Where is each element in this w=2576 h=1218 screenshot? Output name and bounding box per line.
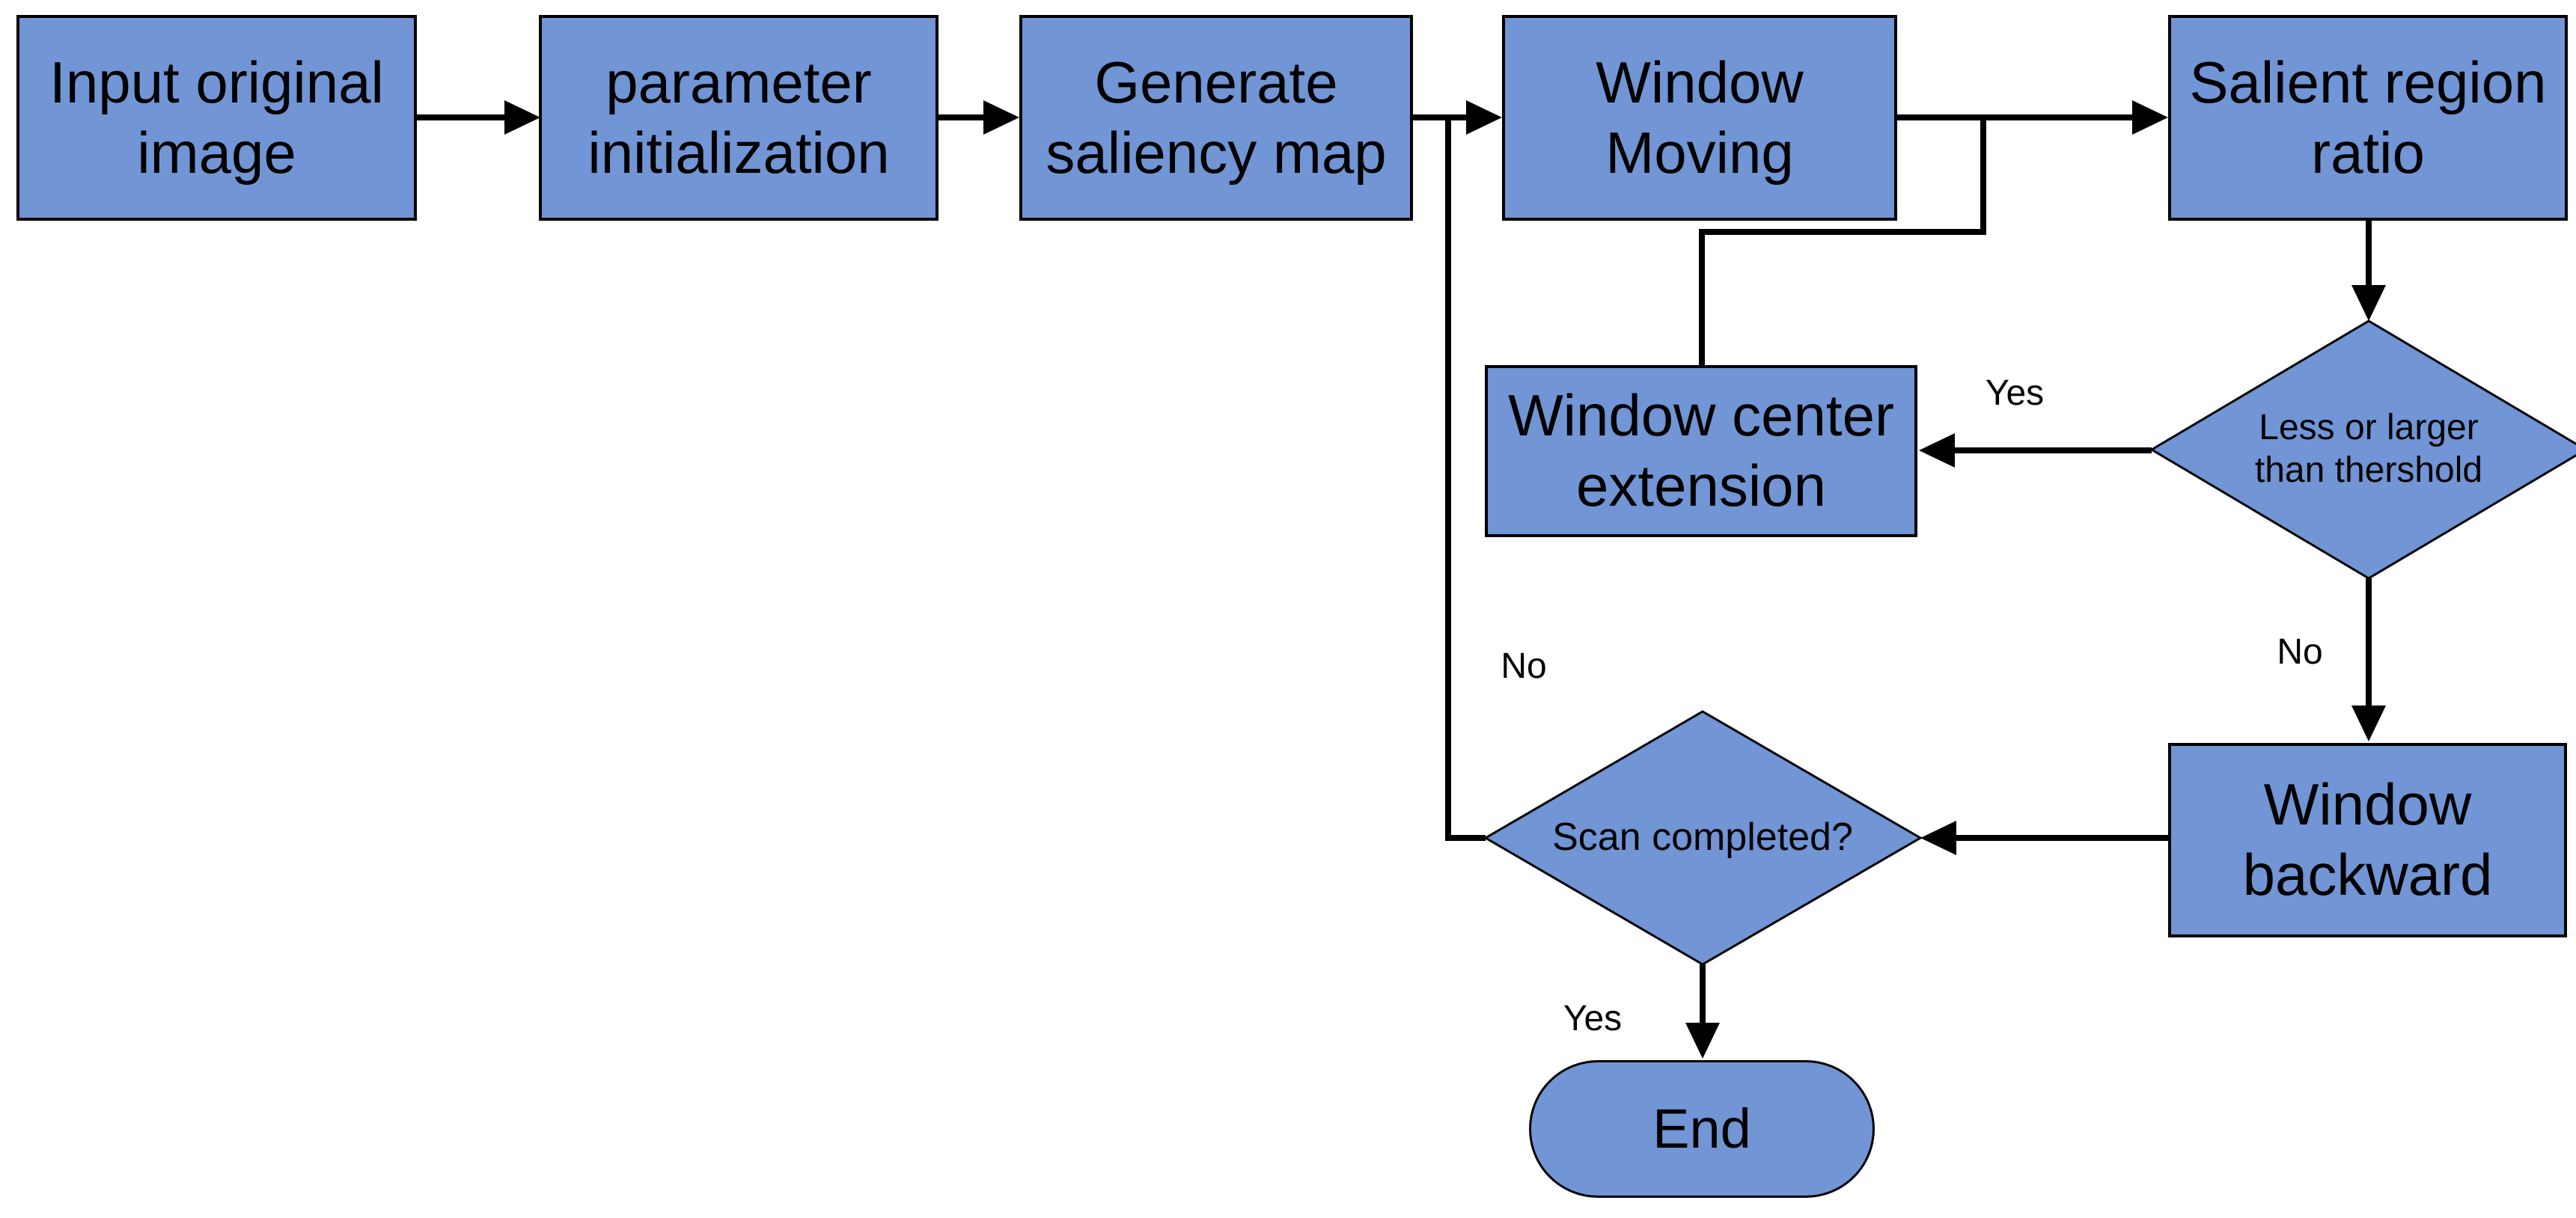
edge-label-scan-yes: Yes	[1563, 999, 1623, 1038]
node-parameter-initialization: parameter initialization	[539, 15, 938, 221]
node-parameter-initialization-label: parameter initialization	[587, 49, 890, 186]
arrowhead-into-end	[1685, 1023, 1720, 1059]
arrowhead-into-param	[504, 100, 540, 135]
edge-label-threshold-no: No	[2277, 632, 2323, 672]
node-window-center-extension-label: Window center extension	[1508, 382, 1894, 518]
node-generate-saliency-map: Generate saliency map	[1019, 15, 1413, 221]
node-window-center-extension: Window center extension	[1485, 365, 1917, 537]
edge-label-threshold-yes: Yes	[1985, 373, 2045, 413]
arrowhead-into-extension	[1919, 433, 1955, 468]
node-input-original-image-label: Input original image	[49, 49, 384, 186]
node-window-moving-label: Window Moving	[1596, 49, 1804, 186]
scan-decision-diamond	[1483, 710, 1923, 966]
node-window-backward-label: Window backward	[2242, 771, 2493, 908]
connector-scan-no-feedback	[1445, 117, 1486, 841]
edge-label-scan-no: No	[1501, 646, 1547, 686]
arrowhead-into-salient-ratio	[2132, 100, 2168, 135]
arrowhead-into-window-moving	[1466, 100, 1502, 135]
arrowhead-into-threshold-diamond	[2351, 285, 2386, 321]
node-input-original-image: Input original image	[16, 15, 417, 221]
scan-decision-label: Scan completed?	[1552, 815, 1853, 860]
node-end-label: End	[1652, 1097, 1751, 1160]
node-salient-region-ratio-label: Salient region ratio	[2189, 49, 2547, 186]
node-end: End	[1529, 1060, 1875, 1198]
threshold-decision-label: Less or larger than thershold	[2254, 408, 2483, 490]
node-window-moving: Window Moving	[1502, 15, 1897, 221]
threshold-decision-diamond	[2149, 319, 2576, 580]
node-window-backward: Window backward	[2168, 743, 2567, 937]
node-salient-region-ratio: Salient region ratio	[2168, 15, 2568, 221]
node-generate-saliency-map-label: Generate saliency map	[1046, 49, 1387, 186]
arrowhead-into-saliency	[983, 100, 1019, 135]
arrowhead-into-scan-diamond	[1920, 821, 1956, 855]
arrowhead-into-backward	[2351, 706, 2386, 741]
connector-extension-rejoin	[1699, 117, 1986, 365]
